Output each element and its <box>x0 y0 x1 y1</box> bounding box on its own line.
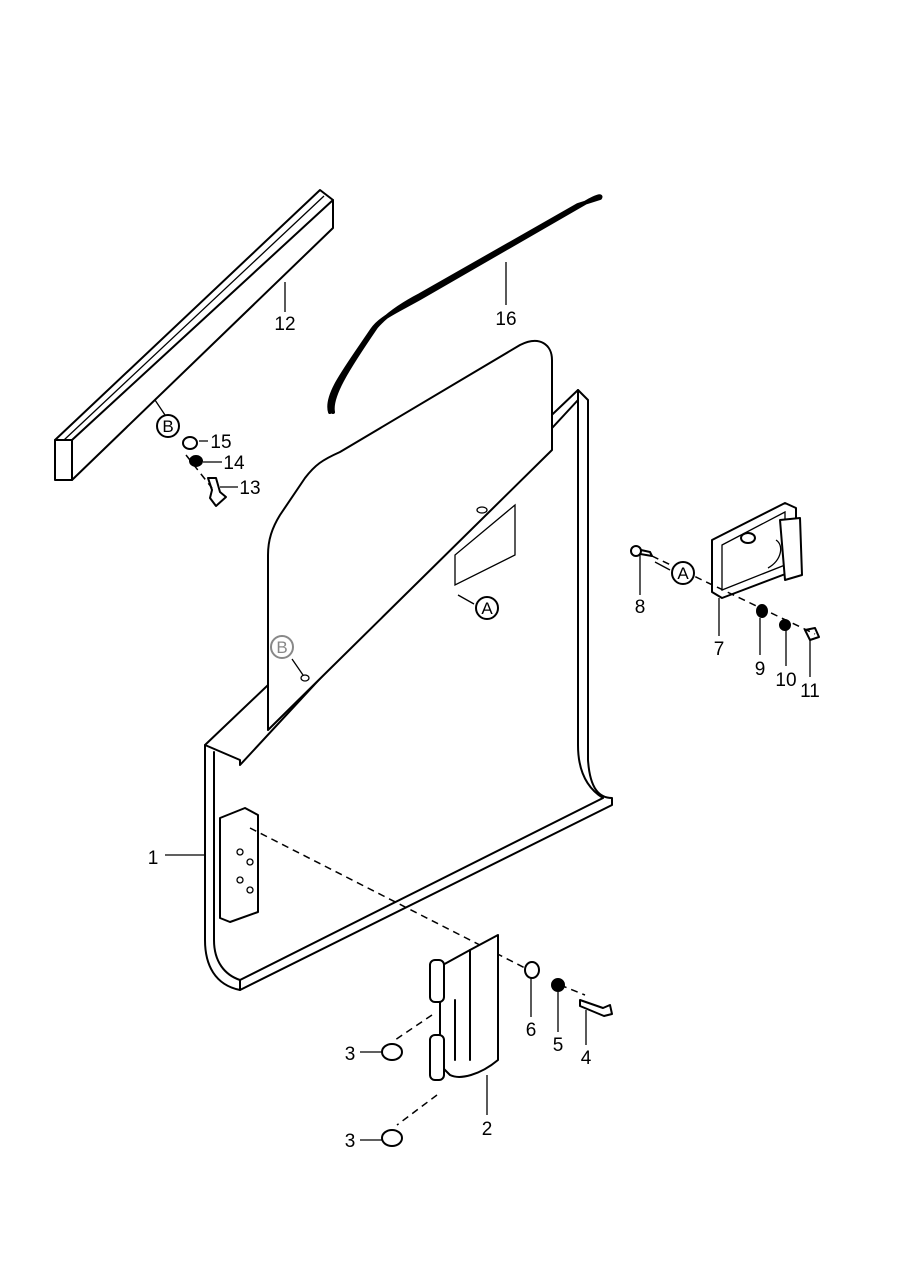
label-part-8: 8 <box>635 597 646 618</box>
callout-a-panel: A <box>481 599 493 618</box>
bar-part-12 <box>54 189 334 481</box>
label-part-15: 15 <box>210 432 231 453</box>
seal-strip-part-16 <box>327 194 603 414</box>
label-part-10: 10 <box>775 670 796 691</box>
label-part-14: 14 <box>223 453 245 474</box>
label-part-16: 16 <box>495 309 516 330</box>
glass-panel <box>267 340 553 731</box>
latch-part-7 <box>711 502 803 599</box>
callout-b-panel-circle <box>270 635 294 659</box>
callout-b-panel: B <box>276 638 287 657</box>
callout-b-strip: B <box>162 417 173 436</box>
label-part-3-lower: 3 <box>345 1131 356 1152</box>
hinge-part-2 <box>429 934 499 1081</box>
callout-a-latch: A <box>677 564 689 583</box>
label-part-9: 9 <box>755 659 766 680</box>
callout-a-panel-circle <box>475 596 499 620</box>
label-part-5: 5 <box>553 1035 564 1056</box>
label-part-2: 2 <box>482 1119 493 1140</box>
hinge-mount-plate <box>219 807 259 923</box>
door-frame-part-1 <box>204 389 613 991</box>
callout-a-latch-circle <box>671 561 695 585</box>
label-part-11: 11 <box>800 681 820 702</box>
leader-lines <box>154 262 811 1141</box>
label-part-1: 1 <box>148 848 159 869</box>
label-part-4: 4 <box>581 1048 592 1069</box>
label-part-6: 6 <box>526 1020 537 1041</box>
callout-b-strip-circle <box>156 414 180 438</box>
label-part-13: 13 <box>239 478 260 499</box>
label-part-7: 7 <box>714 639 725 660</box>
label-part-3-upper: 3 <box>345 1044 356 1065</box>
label-part-12: 12 <box>274 314 295 335</box>
